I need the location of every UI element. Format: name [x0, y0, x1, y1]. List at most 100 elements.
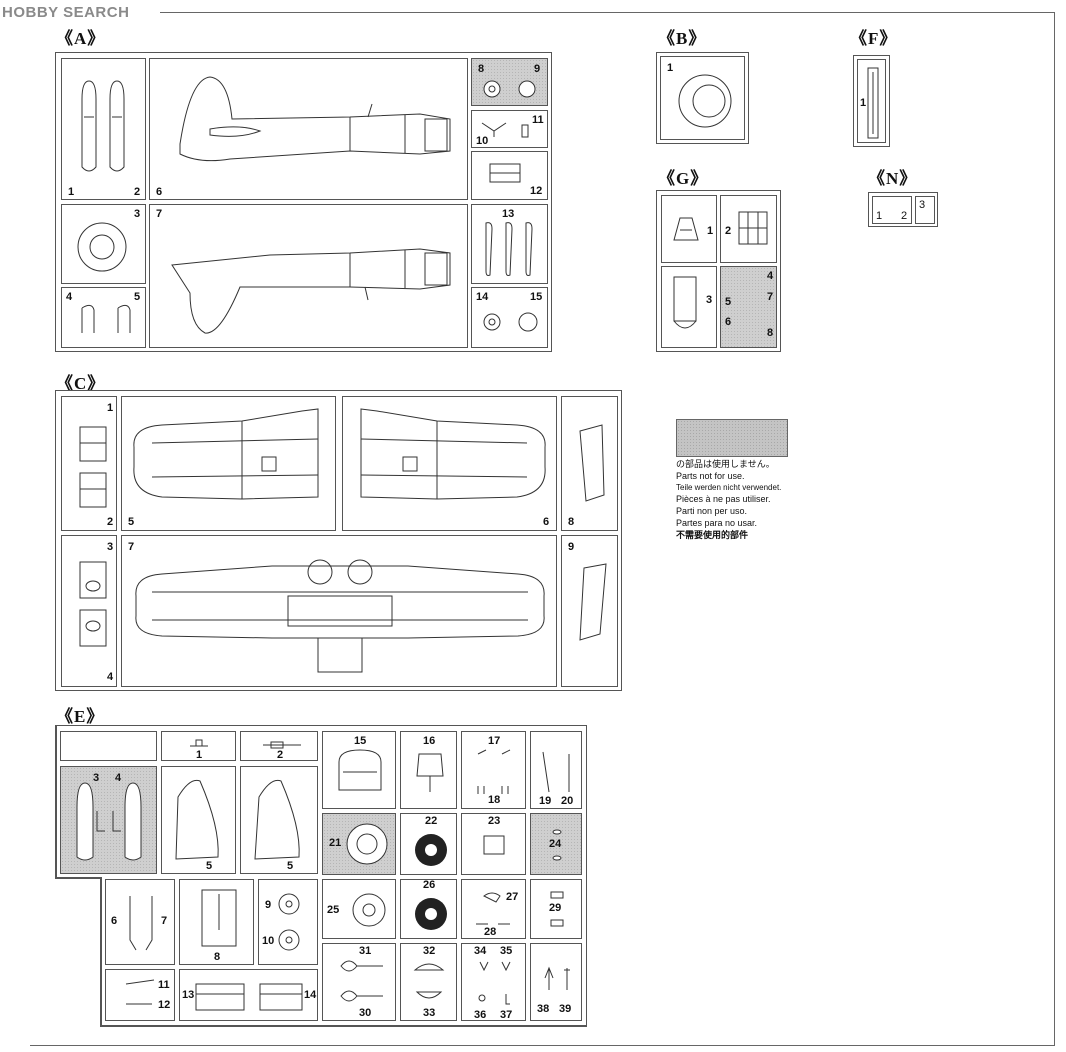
part-number-13: 13 — [502, 208, 515, 220]
part-number-g6: 6 — [725, 316, 732, 328]
part-number-f1: 1 — [860, 97, 867, 109]
part-g-2[interactable]: 2 — [720, 195, 777, 263]
part-g-4-8[interactable]: 4 5 6 7 8 — [720, 266, 777, 348]
spinner-parts-drawing — [483, 312, 538, 332]
part-c-9[interactable]: 9 — [561, 535, 618, 687]
part-e-5b[interactable]: 5 — [240, 766, 318, 874]
wing-panels-3-4-drawing — [79, 561, 107, 647]
part-number-e23: 23 — [488, 815, 501, 827]
part-number-e5b: 5 — [287, 860, 294, 872]
drop-tanks-drawing — [81, 80, 125, 172]
part-e-13-14[interactable]: 13 14 — [179, 969, 318, 1021]
sheet-n-frame: 1 2 3 — [868, 192, 938, 227]
part-number-c9: 9 — [568, 541, 575, 553]
page-right-rule — [1054, 12, 1055, 1046]
part-number-g2: 2 — [725, 225, 732, 237]
part-a-14-15[interactable]: 14 15 — [471, 287, 548, 348]
sheet-label-f: 《F》 — [850, 29, 898, 48]
part-number-g5: 5 — [725, 296, 732, 308]
part-a-6[interactable]: 6 — [149, 58, 468, 200]
part-e-29[interactable]: 29 — [530, 879, 582, 939]
part-number-e20: 20 — [561, 795, 574, 807]
part-number-e7: 7 — [161, 915, 168, 927]
part-e-21[interactable]: 21 — [322, 813, 396, 875]
part-c-5[interactable]: 5 — [121, 396, 336, 531]
part-e-2[interactable]: 2 — [240, 731, 318, 761]
part-b-1[interactable]: 1 — [660, 56, 745, 140]
flap-8-drawing — [579, 424, 605, 502]
legend-line-5: Parti non per uso. — [676, 506, 748, 516]
part-e-8[interactable]: 8 — [179, 879, 254, 965]
grid-panel-drawing — [738, 211, 768, 245]
wheels-drawing — [278, 893, 300, 951]
part-a-1-2[interactable]: 1 2 — [61, 58, 146, 200]
part-number-c6: 6 — [543, 516, 550, 528]
part-e-17-18[interactable]: 17 18 — [461, 731, 526, 809]
part-n-3[interactable]: 3 — [915, 196, 935, 224]
part-e-11-12[interactable]: 11 12 — [105, 969, 175, 1021]
part-e-24[interactable]: 24 — [530, 813, 582, 875]
part-e-27-28[interactable]: 27 28 — [461, 879, 526, 939]
drop-tanks-e-drawing — [76, 782, 142, 861]
part-c-6[interactable]: 6 — [342, 396, 557, 531]
legend-line-6: Partes para no usar. — [676, 518, 758, 528]
part-number-9: 9 — [534, 63, 541, 75]
part-e-3-4[interactable]: 3 4 — [60, 766, 157, 874]
part-number-14: 14 — [476, 291, 489, 303]
part-f-1[interactable]: 1 — [857, 59, 886, 143]
part-e-30-31[interactable]: 31 30 — [322, 943, 396, 1021]
part-number-e1: 1 — [196, 749, 203, 761]
part-e-38-39[interactable]: 38 39 — [530, 943, 582, 1021]
part-number-e34: 34 — [474, 945, 487, 957]
wing-upper-left-drawing — [133, 408, 319, 500]
part-number-c8: 8 — [568, 516, 575, 528]
wing-panels-1-2-drawing — [79, 426, 107, 508]
part-e-25[interactable]: 25 — [322, 879, 396, 939]
landing-gear-drawing — [129, 896, 153, 951]
part-e-34-37[interactable]: 34 35 36 37 — [461, 943, 526, 1021]
rudder-a-drawing — [175, 779, 219, 860]
part-e-23[interactable]: 23 — [461, 813, 526, 875]
part-e-22[interactable]: 22 — [400, 813, 457, 875]
sheet-f-frame[interactable]: 1 — [853, 55, 890, 147]
part-e-32-33[interactable]: 32 33 — [400, 943, 457, 1021]
part-c-3-4[interactable]: 3 4 — [61, 535, 117, 687]
sheet-b-frame[interactable]: 1 — [656, 52, 749, 144]
part-e-19-20[interactable]: 19 20 — [530, 731, 582, 809]
part-c-8[interactable]: 8 — [561, 396, 618, 531]
part-e-9-10[interactable]: 9 10 — [258, 879, 318, 965]
part-e-5a[interactable]: 5 — [161, 766, 236, 874]
part-e-15[interactable]: 15 — [322, 731, 396, 809]
part-e-16[interactable]: 16 — [400, 731, 457, 809]
legend-line-7: 不需要使用的部件 — [676, 530, 749, 540]
part-number-e2: 2 — [277, 749, 284, 761]
part-number-8: 8 — [478, 63, 485, 75]
sheet-label-e: 《E》 — [56, 707, 105, 726]
part-a-3[interactable]: 3 — [61, 204, 146, 284]
part-a-7[interactable]: 7 — [149, 204, 468, 348]
part-e-1[interactable]: 1 — [161, 731, 236, 761]
part-number-e28: 28 — [484, 926, 497, 938]
part-a-10-11[interactable]: 10 11 — [471, 110, 548, 148]
part-a-8-9[interactable]: 8 9 — [471, 58, 548, 106]
part-a-4-5[interactable]: 4 5 — [61, 287, 146, 348]
part-c-1-2[interactable]: 1 2 — [61, 396, 117, 531]
part-a-13[interactable]: 13 — [471, 204, 548, 284]
part-number-5: 5 — [134, 291, 141, 303]
canopy-ring-drawing — [678, 74, 732, 128]
part-c-7[interactable]: 7 — [121, 535, 557, 687]
part-number-n1: 1 — [876, 210, 883, 222]
part-number-e15: 15 — [354, 735, 367, 747]
part-g-1[interactable]: 1 — [661, 195, 717, 263]
part-number-e36: 36 — [474, 1009, 487, 1021]
cockpit-tub-drawing — [673, 276, 697, 329]
rods-drawing — [125, 979, 155, 1005]
part-n-1-2[interactable]: 1 2 — [872, 196, 912, 224]
part-number-e39: 39 — [559, 1003, 572, 1015]
part-number-e8: 8 — [214, 951, 221, 963]
part-e-6-7[interactable]: 6 7 — [105, 879, 175, 965]
part-number-c5: 5 — [128, 516, 135, 528]
part-e-26[interactable]: 26 — [400, 879, 457, 939]
part-g-3[interactable]: 3 — [661, 266, 717, 348]
part-a-12[interactable]: 12 — [471, 151, 548, 200]
